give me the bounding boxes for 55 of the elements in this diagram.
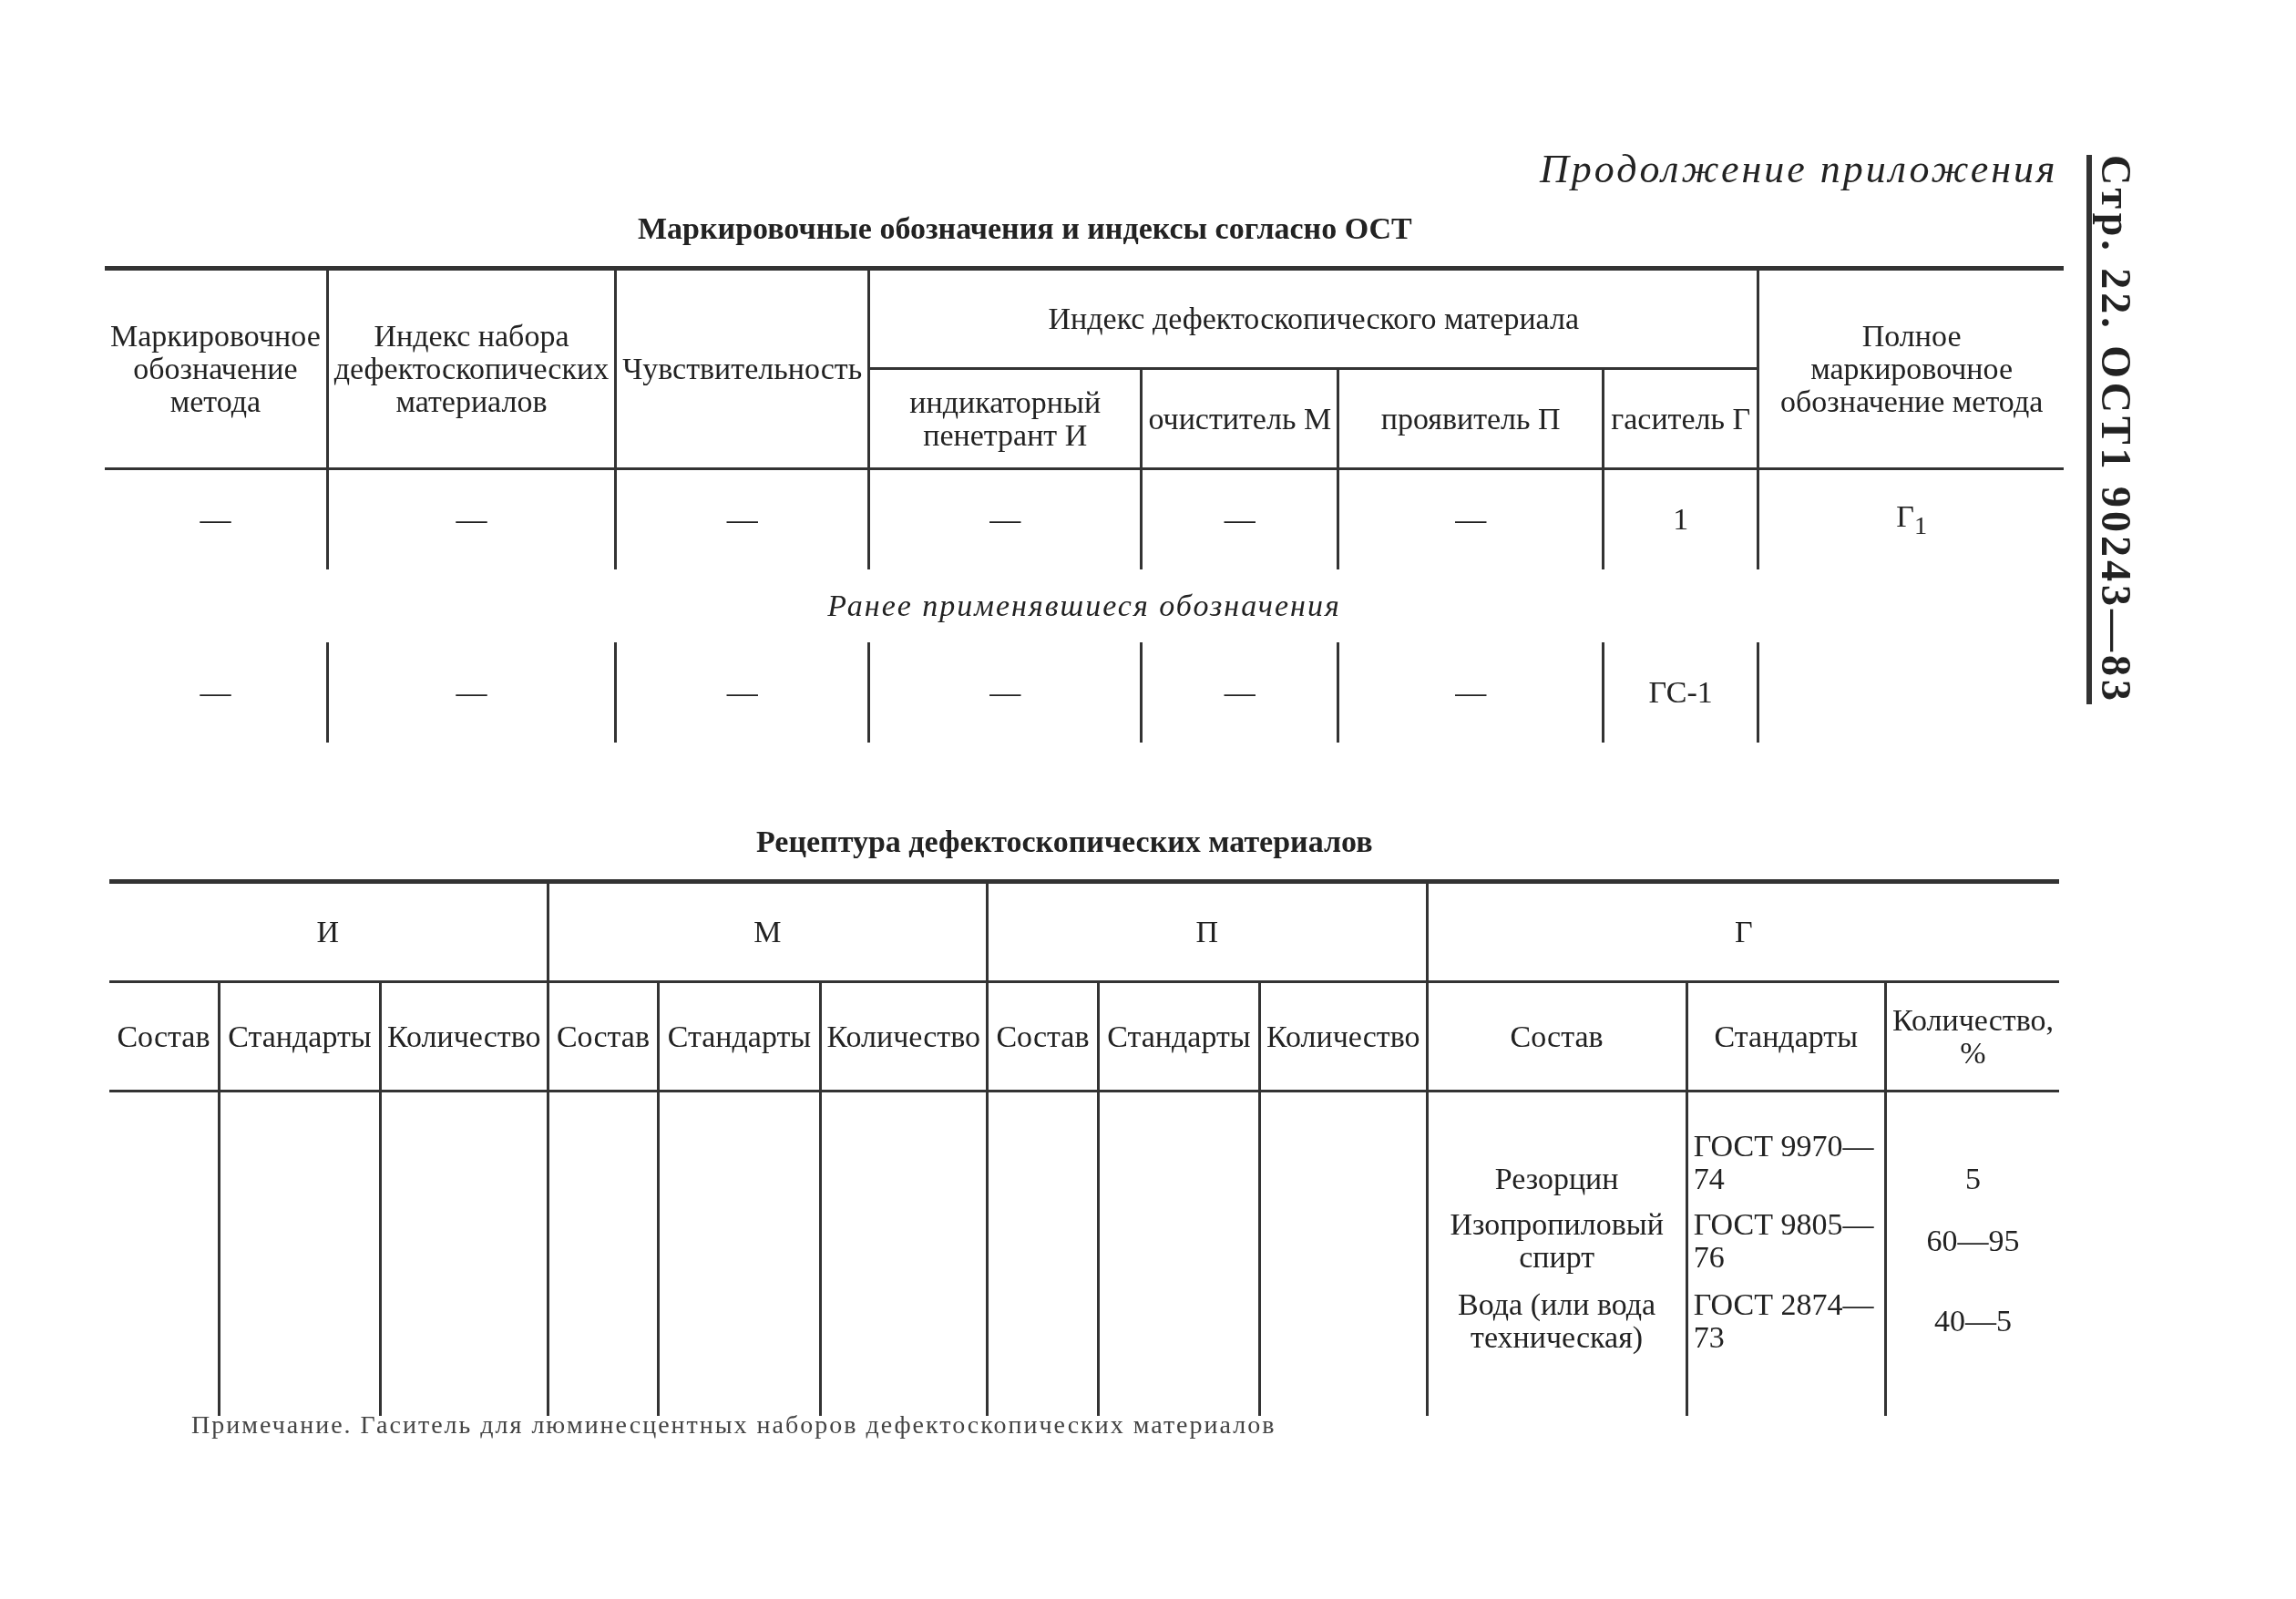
column-header: Количество xyxy=(820,981,988,1092)
dash-mark: — xyxy=(1141,641,1338,743)
data-value: Г$_{1}$ xyxy=(1758,468,2064,569)
dash-mark: — xyxy=(1141,468,1338,569)
dash-mark: — xyxy=(868,641,1142,743)
column-header: Состав xyxy=(109,981,220,1092)
component-name: Резорцин xyxy=(1427,1091,1687,1201)
column-header: Полное маркировочное обозначение метода xyxy=(1758,268,2064,469)
column-header: Стандарты xyxy=(1686,981,1886,1092)
column-header: Маркировочное обозначение метода xyxy=(105,268,328,469)
table-title: Маркировочные обозначения и индексы согласно ОСТ xyxy=(638,211,1412,246)
dash-mark: — xyxy=(868,468,1142,569)
table-note: Примечание. Гаситель для люминесцентных наборов дефектоскопических материалов xyxy=(191,1410,1276,1440)
data-value: 1 xyxy=(1603,468,1758,569)
table-title: Рецептура дефектоскопических материалов xyxy=(756,825,1373,859)
standard-reference: ГОСТ 9805—76 xyxy=(1686,1200,1886,1281)
group-header: Г xyxy=(1427,881,2059,982)
page-heading: Продолжение приложения xyxy=(1540,146,2058,192)
column-header: Стандарты xyxy=(1098,981,1260,1092)
column-header: проявитель П xyxy=(1338,368,1604,469)
column-header: Чувствительность xyxy=(615,268,869,469)
quantity-value: 5 xyxy=(1885,1091,2059,1201)
dash-mark: — xyxy=(105,641,328,743)
standard-reference: ГОСТ 2874—73 xyxy=(1686,1280,1886,1361)
dash-mark: — xyxy=(105,468,328,569)
column-header: Количество xyxy=(1259,981,1428,1092)
column-header: Состав xyxy=(987,981,1099,1092)
dash-mark: — xyxy=(327,641,616,743)
column-header: гаситель Г xyxy=(1603,368,1758,469)
subheading: Ранее применявшиеся обозначения xyxy=(105,569,2064,642)
dash-mark: — xyxy=(327,468,616,569)
standard-reference: ГОСТ 9970—74 xyxy=(1686,1091,1886,1201)
quantity-value: 40—5 xyxy=(1885,1280,2059,1361)
dash-mark: — xyxy=(615,641,869,743)
group-header: П xyxy=(987,881,1428,982)
group-header: И xyxy=(109,881,548,982)
column-header: Количество xyxy=(380,981,548,1092)
column-header: Количество, % xyxy=(1885,981,2059,1092)
column-header: очиститель М xyxy=(1141,368,1338,469)
quantity-value: 60—95 xyxy=(1885,1200,2059,1281)
column-header: Стандарты xyxy=(658,981,820,1092)
group-header: М xyxy=(548,881,988,982)
column-header: Индекс дефектоскопического материала xyxy=(868,268,1758,369)
data-value: ГС-1 xyxy=(1603,641,1758,743)
component-name: Изопропиловый спирт xyxy=(1427,1200,1687,1281)
dash-mark: — xyxy=(615,468,869,569)
dash-mark: — xyxy=(1338,641,1604,743)
column-header: Состав xyxy=(1427,981,1687,1092)
column-header: индикаторный пенетрант И xyxy=(868,368,1142,469)
component-name: Вода (или вода техническая) xyxy=(1427,1280,1687,1361)
dash-mark: — xyxy=(1338,468,1604,569)
page-number: Стр. 22. ОСТ1 90243—83 xyxy=(2086,155,2153,705)
column-header: Стандарты xyxy=(219,981,381,1092)
column-header: Индекс набора дефектоскопических материалов xyxy=(327,268,616,469)
column-header: Состав xyxy=(548,981,659,1092)
